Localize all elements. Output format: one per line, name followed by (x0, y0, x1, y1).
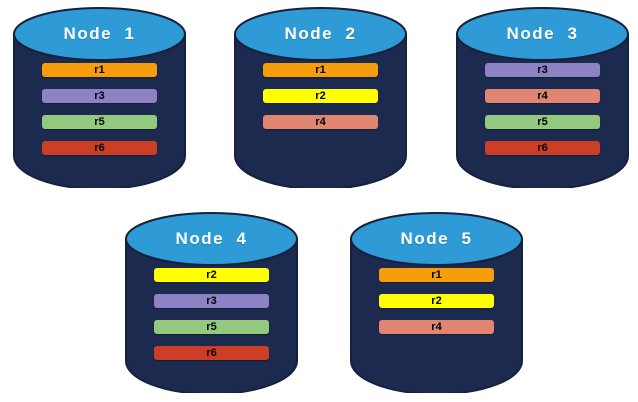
replica-bar[interactable]: r4 (379, 320, 494, 334)
replica-label: r4 (315, 116, 326, 128)
cylinder-top-ellipse (350, 212, 523, 266)
replica-bar[interactable]: r4 (485, 89, 600, 103)
database-cylinder-1[interactable]: Node 1 r1 r3 r5 r6 (12, 6, 187, 188)
node-title: Node 2 (284, 24, 357, 43)
replica-bar[interactable]: r3 (42, 89, 157, 103)
replica-bar[interactable]: r3 (485, 63, 600, 77)
replica-label: r3 (206, 295, 217, 307)
replica-label: r1 (315, 64, 326, 76)
replica-list: r1 r3 r5 r6 (42, 63, 157, 167)
cylinder-top-ellipse (456, 7, 629, 61)
replica-list: r1 r2 r4 (263, 63, 378, 141)
replica-list: r2 r3 r5 r6 (154, 268, 269, 372)
replica-bar[interactable]: r4 (263, 115, 378, 129)
replica-bar[interactable]: r2 (154, 268, 269, 282)
replica-label: r5 (206, 321, 217, 333)
replica-label: r6 (537, 142, 548, 154)
node-title: Node 3 (506, 24, 579, 43)
replica-list: r3 r4 r5 r6 (485, 63, 600, 167)
replica-label: r1 (431, 269, 442, 281)
replica-bar[interactable]: r1 (379, 268, 494, 282)
node-title: Node 4 (175, 229, 248, 248)
replica-bar[interactable]: r5 (42, 115, 157, 129)
replica-label: r6 (206, 347, 217, 359)
replica-bar[interactable]: r5 (154, 320, 269, 334)
replica-bar[interactable]: r2 (263, 89, 378, 103)
replica-bar[interactable]: r6 (485, 141, 600, 155)
database-cylinder-4[interactable]: Node 4 r2 r3 r5 r6 (124, 211, 299, 393)
replica-label: r3 (94, 90, 105, 102)
replica-bar[interactable]: r6 (154, 346, 269, 360)
database-cylinder-3[interactable]: Node 3 r3 r4 r5 r6 (455, 6, 630, 188)
replica-bar[interactable]: r5 (485, 115, 600, 129)
replica-label: r5 (94, 116, 105, 128)
replica-bar[interactable]: r1 (42, 63, 157, 77)
replica-label: r1 (94, 64, 105, 76)
database-cylinder-2[interactable]: Node 2 r1 r2 r4 (233, 6, 408, 188)
replica-label: r3 (537, 64, 548, 76)
replica-label: r4 (537, 90, 548, 102)
replica-label: r2 (206, 269, 217, 281)
replica-label: r2 (315, 90, 326, 102)
replica-bar[interactable]: r6 (42, 141, 157, 155)
database-cylinder-5[interactable]: Node 5 r1 r2 r4 (349, 211, 524, 393)
node-title: Node 1 (63, 24, 136, 43)
cylinder-top-ellipse (13, 7, 186, 61)
replica-bar[interactable]: r2 (379, 294, 494, 308)
replica-label: r5 (537, 116, 548, 128)
cylinder-top-ellipse (234, 7, 407, 61)
replica-bar[interactable]: r1 (263, 63, 378, 77)
replica-label: r2 (431, 295, 442, 307)
node-title: Node 5 (400, 229, 473, 248)
cylinder-top-ellipse (125, 212, 298, 266)
replica-list: r1 r2 r4 (379, 268, 494, 346)
replica-bar[interactable]: r3 (154, 294, 269, 308)
replica-label: r4 (431, 321, 442, 333)
replica-label: r6 (94, 142, 105, 154)
